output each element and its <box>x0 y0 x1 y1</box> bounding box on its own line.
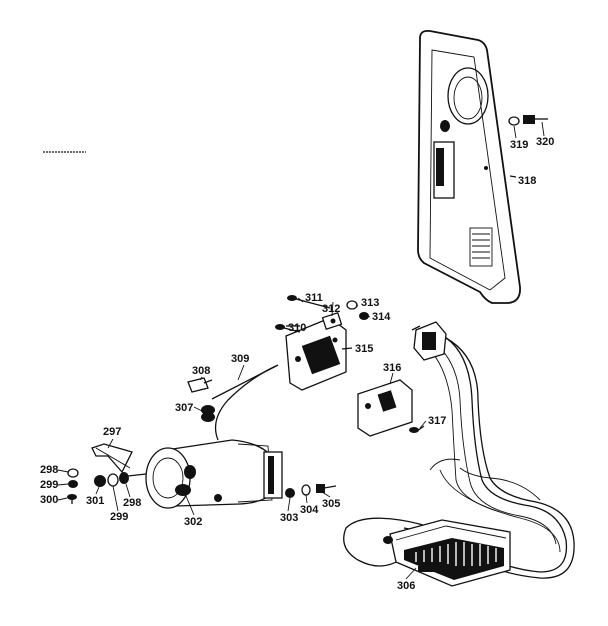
label-305: 305 <box>322 498 340 510</box>
label-318: 318 <box>518 175 536 187</box>
washer-303 <box>285 488 295 498</box>
label-299-right: 299 <box>110 511 128 523</box>
screw-305 <box>316 484 337 493</box>
motor-lead <box>214 365 277 441</box>
part-labels: 297 298 299 300 301 298 299 302 303 304 … <box>40 136 554 592</box>
label-316: 316 <box>383 362 401 374</box>
nut-301 <box>94 475 106 487</box>
label-312: 312 <box>322 303 340 315</box>
label-298-right: 298 <box>123 497 141 509</box>
washer-299-left <box>68 480 78 488</box>
label-309: 309 <box>231 353 249 365</box>
label-299-left: 299 <box>40 479 58 491</box>
pin-308 <box>187 377 213 393</box>
bracket-315 <box>285 317 347 391</box>
label-313: 313 <box>361 297 379 309</box>
screw-320 <box>523 115 548 124</box>
washer-319 <box>508 116 520 126</box>
cord-306 <box>343 333 575 579</box>
label-302: 302 <box>184 516 202 528</box>
washer-299 <box>107 473 119 487</box>
label-307: 307 <box>175 402 193 414</box>
logo-stamp <box>418 566 434 572</box>
washer-304 <box>301 484 311 496</box>
label-300: 300 <box>40 494 58 506</box>
bracket-297 <box>91 443 133 474</box>
label-298-left: 298 <box>40 464 58 476</box>
label-319: 319 <box>510 139 528 151</box>
washer-298-left <box>67 468 79 478</box>
label-306: 306 <box>397 580 415 592</box>
washer-313 <box>346 300 358 310</box>
label-317: 317 <box>428 415 446 427</box>
washer-298 <box>119 472 129 484</box>
label-310: 310 <box>288 322 306 334</box>
label-304: 304 <box>300 504 319 516</box>
plate-316 <box>357 379 413 437</box>
motor-302 <box>127 439 283 509</box>
plug-306 <box>411 321 447 361</box>
nut-314 <box>359 312 369 320</box>
tab-312 <box>321 312 343 330</box>
label-303: 303 <box>280 512 298 524</box>
leader-315 <box>341 347 353 350</box>
foot-controller-306 <box>383 519 511 587</box>
leader-lines <box>57 121 545 580</box>
label-301: 301 <box>86 495 104 507</box>
label-297: 297 <box>103 426 121 438</box>
label-315: 315 <box>355 343 373 355</box>
screw-317 <box>409 425 425 433</box>
label-320: 320 <box>536 136 554 148</box>
label-308: 308 <box>192 365 210 377</box>
label-311: 311 <box>305 292 323 304</box>
leader-318 <box>509 175 517 178</box>
cover-plate <box>417 29 521 304</box>
nut-307 <box>201 405 215 422</box>
label-314: 314 <box>372 311 391 323</box>
screw-310 <box>275 324 301 333</box>
screw-300 <box>67 494 77 504</box>
